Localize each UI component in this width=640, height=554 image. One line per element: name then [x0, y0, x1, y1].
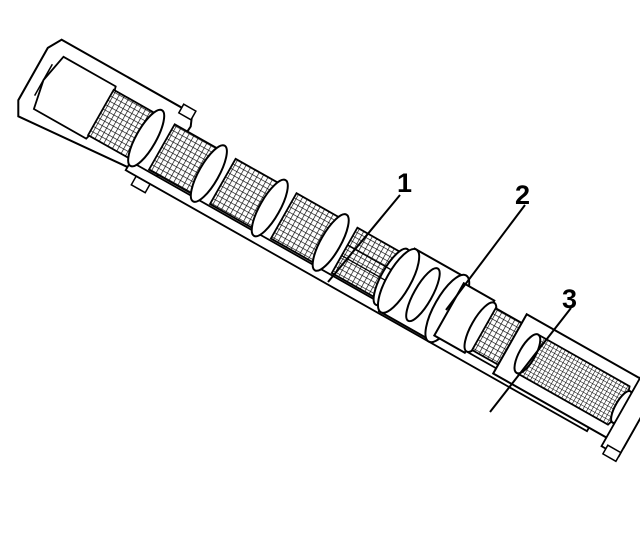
- support-ring-1: [127, 108, 166, 168]
- callout-1-number: 1: [397, 168, 412, 198]
- support-ring-2: [189, 144, 228, 203]
- outlet-ring: [513, 333, 542, 375]
- callout-3-leader: [489, 307, 572, 413]
- callout-3-number: 3: [562, 284, 577, 314]
- capillary-line-bottom: [341, 255, 386, 281]
- right-end-foot: [601, 444, 622, 463]
- callout-2-number: 2: [515, 180, 530, 210]
- callout-2-leader: [445, 204, 526, 311]
- support-ring-4: [311, 213, 350, 272]
- callout-1-leader: [327, 194, 401, 283]
- left-window-edge: [33, 63, 53, 97]
- orifice-tube-body: [17, 38, 640, 463]
- left-cage-tab-top: [177, 103, 197, 121]
- seal-collar-left: [377, 247, 421, 314]
- support-ring-3: [250, 178, 289, 238]
- seal-neck: [432, 281, 496, 355]
- seal-groove: [405, 267, 441, 323]
